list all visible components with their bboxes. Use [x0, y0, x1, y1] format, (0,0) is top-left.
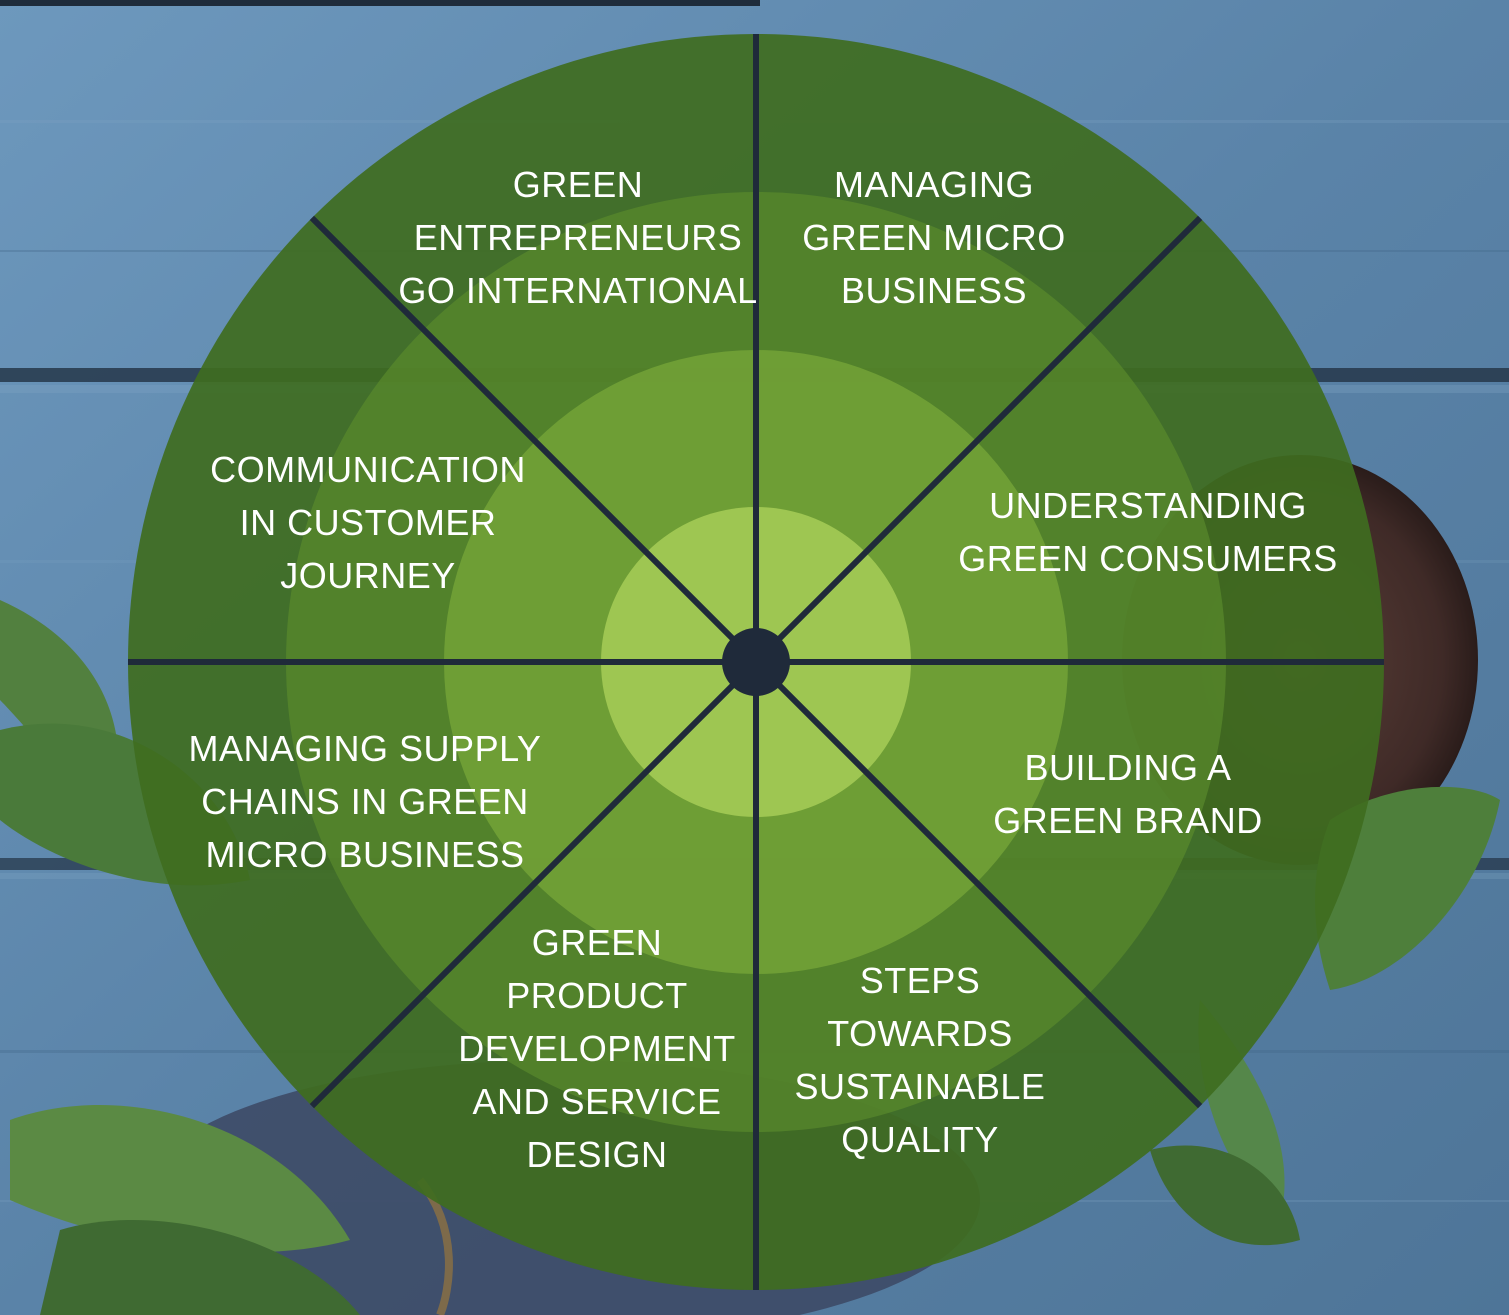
segment-label-line: UNDERSTANDING [989, 485, 1307, 526]
segment-label-line: GREEN MICRO [802, 217, 1066, 258]
segment-label-line: GREEN BRAND [993, 800, 1263, 841]
segment-label-line: JOURNEY [280, 555, 456, 596]
divider-line [753, 215, 1203, 665]
segment-label: BUILDING A GREEN BRAND [993, 747, 1263, 841]
segment-label: UNDERSTANDING GREEN CONSUMERS [958, 485, 1338, 579]
segment-label-line: SUSTAINABLE [795, 1066, 1046, 1107]
leaf-decoration [0, 600, 1500, 1315]
divider-lines [128, 34, 1384, 1290]
segment-label: MANAGING GREEN MICRO BUSINESS [802, 164, 1066, 311]
segment-label-line: TOWARDS [827, 1013, 1013, 1054]
segment-label-line: ENTREPRENEURS [414, 217, 743, 258]
segment-label-line: MANAGING [834, 164, 1034, 205]
segment-label: MANAGING SUPPLY CHAINS IN GREEN MICRO BUSI… [189, 728, 542, 875]
divider-line [309, 215, 759, 665]
segment-green-product-development-and-service-design: GREEN PRODUCT DEVELOPMENT AND SERVICE DESIGN [458, 922, 736, 1175]
segment-steps-towards-sustainable-quality: STEPS TOWARDS SUSTAINABLE QUALITY [795, 960, 1046, 1160]
segment-label-line: MANAGING SUPPLY [189, 728, 542, 769]
segment-label-line: IN CUSTOMER [240, 502, 497, 543]
segment-label-line: COMMUNICATION [210, 449, 526, 490]
segment-label-line: DESIGN [526, 1134, 667, 1175]
segment-label: GREEN ENTREPRENEURS GO INTERNATIONAL [398, 164, 757, 311]
segment-understanding-green-consumers: UNDERSTANDING GREEN CONSUMERS [958, 485, 1338, 579]
segment-labels: GREEN ENTREPRENEURS GO INTERNATIONAL MANAGI… [189, 164, 1338, 1175]
segment-label-line: MICRO BUSINESS [205, 834, 524, 875]
segment-managing-supply-chains-in-green-micro-business: MANAGING SUPPLY CHAINS IN GREEN MICRO BUSI… [189, 728, 542, 875]
segment-label: STEPS TOWARDS SUSTAINABLE QUALITY [795, 960, 1046, 1160]
segment-label-line: GO INTERNATIONAL [398, 270, 757, 311]
segment-communication-in-customer-journey: COMMUNICATION IN CUSTOMER JOURNEY [210, 449, 526, 596]
segment-managing-green-micro-business: MANAGING GREEN MICRO BUSINESS [802, 164, 1066, 311]
segment-label-line: BUSINESS [841, 270, 1027, 311]
segment-label: COMMUNICATION IN CUSTOMER JOURNEY [210, 449, 526, 596]
divider-line [753, 659, 1203, 1109]
segment-label-line: GREEN CONSUMERS [958, 538, 1338, 579]
divider-line [309, 659, 759, 1109]
segment-label-line: GREEN [532, 922, 663, 963]
segment-building-a-green-brand: BUILDING A GREEN BRAND [993, 747, 1263, 841]
segment-label-line: QUALITY [841, 1119, 999, 1160]
segment-label-line: AND SERVICE [473, 1081, 722, 1122]
segment-label-line: BUILDING A [1024, 747, 1231, 788]
segment-label: GREEN PRODUCT DEVELOPMENT AND SERVICE DESIGN [458, 922, 736, 1175]
center-hub [722, 628, 790, 696]
segment-label-line: DEVELOPMENT [458, 1028, 736, 1069]
segment-label-line: PRODUCT [506, 975, 688, 1016]
segment-label-line: STEPS [860, 960, 981, 1001]
segment-label-line: CHAINS IN GREEN [201, 781, 529, 822]
segment-label-line: GREEN [513, 164, 644, 205]
segment-green-entrepreneurs-go-international: GREEN ENTREPRENEURS GO INTERNATIONAL [398, 164, 757, 311]
